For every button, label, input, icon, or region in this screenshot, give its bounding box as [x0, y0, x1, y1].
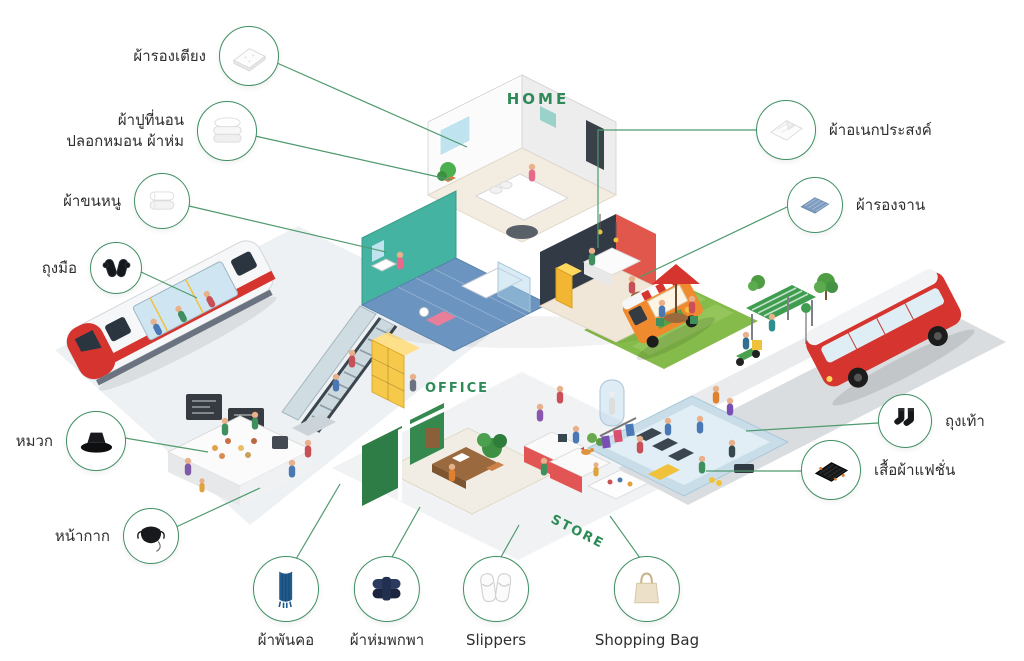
lockers-illustration: [371, 332, 420, 409]
shopping-bag-bubble: [614, 556, 680, 622]
callout-label: ผ้าอเนกประสงค์: [829, 120, 932, 139]
slippers-icon: [480, 573, 512, 603]
callout-label: Shopping Bag: [594, 631, 700, 649]
callout-fashion-apparel: เสื้อผ้าแฟชั่น: [801, 440, 955, 500]
mattress-pad-icon: [232, 47, 266, 72]
callout-placemat: ผ้ารองจาน: [787, 177, 925, 233]
callout-scarf: ผ้าพันคอ: [253, 556, 319, 651]
socks-bubble: [878, 394, 932, 448]
gym-area: [586, 395, 790, 497]
blanket-bubble: [354, 556, 420, 622]
office-illustration: [362, 403, 558, 515]
area-label-home: HOME: [507, 90, 569, 108]
callout-hat: หมวก: [16, 411, 126, 471]
callout-label: ผ้าห่มพกพา: [349, 631, 425, 649]
callout-label: ผ้ารองจาน: [856, 195, 926, 214]
bus-stop-illustration: [746, 273, 838, 344]
fashion-fabric-bubble: [801, 440, 861, 500]
callout-label: หมวก: [15, 431, 53, 450]
callout-label: ผ้ารองเตียง: [133, 46, 206, 65]
cafe-illustration: [166, 394, 314, 506]
train-illustration: [66, 240, 277, 391]
callout-bedding-set: ผ้าปูที่นอน ปลอกหมอน ผ้าห่ม: [66, 101, 257, 161]
umbrella-table-illustration: [652, 264, 700, 326]
connector-lines: [124, 62, 879, 560]
scarf-bubble: [253, 556, 319, 622]
callout-shopping-bag: Shopping Bag: [595, 556, 699, 651]
slippers-bubble: [463, 556, 529, 622]
bedding-bubble: [197, 101, 257, 161]
callout-label: ผ้าพันคอ: [257, 631, 315, 649]
callout-label: เสื้อผ้าแฟชั่น: [874, 460, 956, 479]
callout-label: ผ้าปูที่นอน ปลอกหมอน ผ้าห่ม: [66, 111, 184, 150]
socks-icon: [893, 407, 914, 426]
cloth-icon: [769, 119, 803, 141]
callout-mattress-protector: ผ้ารองเตียง: [133, 26, 279, 86]
callout-label: ผ้าขนหนู: [63, 191, 121, 210]
cloth-bubble: [756, 100, 816, 160]
callout-portable-blanket: ผ้าห่มพกพา: [350, 556, 424, 651]
area-label-office: OFFICE: [425, 381, 489, 396]
hat-bubble: [66, 411, 126, 471]
face-mask-bubble: [123, 508, 179, 564]
bedding-icon: [212, 116, 242, 143]
scarf-icon: [278, 571, 293, 609]
callout-towel: ผ้าขนหนู: [63, 173, 190, 229]
fashion-fabric-icon: [814, 461, 848, 482]
callout-socks: ถุงเท้า: [878, 394, 985, 448]
callout-face-mask: หน้ากาก: [55, 508, 179, 564]
blanket-icon: [372, 577, 401, 601]
placemat-bubble: [787, 177, 843, 233]
mattress-pad-bubble: [219, 26, 279, 86]
gloves-icon: [102, 258, 130, 277]
face-mask-icon: [137, 526, 165, 552]
store-illustration: [522, 379, 650, 500]
callout-gloves: ถุงมือ: [42, 242, 142, 294]
bus-illustration: [806, 269, 975, 406]
bucket-hat-icon: [80, 432, 112, 453]
towel-bubble: [134, 173, 190, 229]
callout-label: หน้ากาก: [54, 526, 110, 545]
callout-multipurpose-cloth: ผ้าอเนกประสงค์: [756, 100, 932, 160]
callout-label: ถุงเท้า: [945, 411, 985, 430]
callout-label: Slippers: [465, 631, 527, 649]
placemat-icon: [800, 197, 830, 214]
tote-bag-icon: [634, 572, 660, 604]
callout-slippers: Slippers: [463, 556, 529, 651]
callout-label: ถุงมือ: [41, 258, 77, 277]
gloves-bubble: [90, 242, 142, 294]
towel-icon: [149, 191, 175, 210]
scooter-illustration: [696, 331, 762, 434]
